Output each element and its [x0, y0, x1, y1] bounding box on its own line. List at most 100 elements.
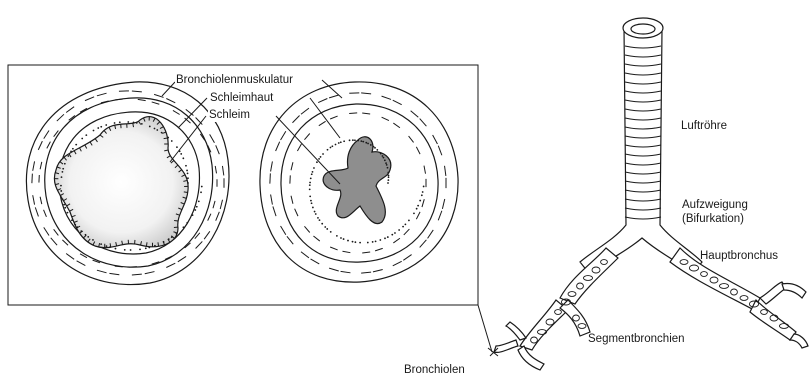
mucosa-dot [385, 162, 387, 164]
mucosa-dot [161, 132, 163, 134]
right-twig-1 [782, 283, 806, 298]
mucosa-dot [386, 164, 388, 166]
mucosa-dot [182, 157, 184, 159]
trachea [580, 18, 702, 272]
muscle-dash [416, 212, 420, 219]
label-mucosa: Schleimhaut [209, 92, 274, 105]
right-twig-2 [790, 334, 808, 348]
mucosa-dot [423, 186, 425, 188]
muscle-dash [428, 230, 434, 238]
mucosa-dot [311, 173, 313, 175]
muscle-dash [40, 197, 42, 204]
mucosa-dot [335, 144, 337, 146]
constricted-lumen [323, 137, 391, 224]
mucosa-dot [81, 138, 83, 140]
mucosa-dot [115, 248, 117, 250]
mucosa-dot [321, 223, 323, 225]
muscle-dash [438, 146, 442, 156]
mucosa-dot [324, 226, 326, 228]
left-bronchiole-twig-1 [494, 340, 518, 352]
muscle-dash [222, 166, 223, 175]
mucosa-dot [319, 219, 321, 221]
mucosa-dot [384, 237, 386, 239]
right-lobe-bronchus [750, 300, 796, 340]
leader-bronchiolen [478, 305, 492, 352]
muscle-dash [362, 113, 370, 114]
muscle-dash [329, 268, 339, 271]
mucosa-dot [180, 153, 182, 155]
mucosa-dot [317, 217, 319, 219]
mucosa-dot [388, 175, 390, 177]
mucosa-dot [370, 144, 372, 146]
muscle-dash [271, 195, 273, 205]
mucosa-dot [422, 191, 424, 193]
mucosa-dot [62, 171, 64, 173]
mucosa-dot [97, 127, 99, 129]
mucosa-dot [312, 207, 314, 209]
mucosa-dot [136, 122, 138, 124]
mucosa-dot [387, 236, 389, 238]
mucosa-dot [387, 182, 389, 184]
mucosa-tick [174, 220, 178, 221]
mucosa-dot [127, 121, 129, 123]
muscle-dash [329, 95, 339, 98]
mucosa-dot [124, 249, 126, 251]
muscle-dash [304, 133, 309, 139]
mucosa-dot [354, 139, 356, 141]
trachea-lumen-opening [631, 24, 655, 34]
mucosa-dot [163, 241, 165, 243]
muscle-dash [287, 236, 293, 244]
mucosa-dot [85, 134, 87, 136]
muscle-dash [77, 261, 86, 266]
leader-muscle-right [322, 80, 342, 98]
muscle-dash [393, 123, 400, 128]
muscle-dash [382, 117, 389, 120]
muscle-dash [281, 131, 286, 140]
mucosa-dot [354, 241, 356, 243]
muscle-dash [132, 274, 142, 275]
muscle-dash [313, 236, 319, 241]
mucosa-dot [379, 239, 381, 241]
mucosa-dot [384, 159, 386, 161]
muscle-dash [273, 206, 276, 216]
mucosa-dot [176, 233, 178, 235]
mucosa-dot [60, 190, 62, 192]
label-bifurcation-line1: Aufzweigung [682, 199, 748, 212]
muscle-dash [411, 111, 419, 118]
mucosa-dot [359, 242, 361, 244]
mucosa-dot [309, 182, 311, 184]
muscle-dash [393, 261, 402, 266]
muscle-dash [132, 91, 142, 92]
mucosa-dot [186, 170, 188, 172]
muscle-dash [424, 166, 426, 174]
muscle-dash [319, 121, 326, 125]
open-bronchiole-cross-section [26, 82, 229, 285]
muscle-dash [304, 226, 309, 232]
muscle-dash [362, 252, 370, 253]
mucosa-dot [347, 240, 349, 242]
muscle-dash [409, 136, 414, 142]
label-trachea: Luftröhre [681, 120, 727, 133]
mucosa-dot [372, 241, 374, 243]
muscle-dash [54, 229, 59, 235]
muscle-dash [220, 200, 222, 209]
mucosa-dot [114, 122, 116, 124]
mucosa-dot [109, 246, 111, 248]
muscle-dash [301, 108, 309, 114]
mucosa-dot [357, 140, 359, 142]
mucosa-dot [374, 147, 376, 149]
mucosa-dot [419, 200, 421, 202]
mucosa-dot [310, 200, 312, 202]
mucosa-dot [421, 194, 423, 196]
mucosa-dot [316, 161, 318, 163]
muscle-dash [196, 117, 203, 124]
mucosa-dot [187, 182, 189, 184]
muscle-dash [44, 130, 49, 138]
mucosa-dot [171, 140, 173, 142]
muscle-dash [40, 162, 42, 169]
muscle-dash [57, 114, 64, 121]
mucosa-dot [185, 165, 187, 167]
mucosa-dot [130, 249, 132, 251]
muscle-dash [349, 113, 357, 114]
muscle-dash [173, 110, 180, 114]
